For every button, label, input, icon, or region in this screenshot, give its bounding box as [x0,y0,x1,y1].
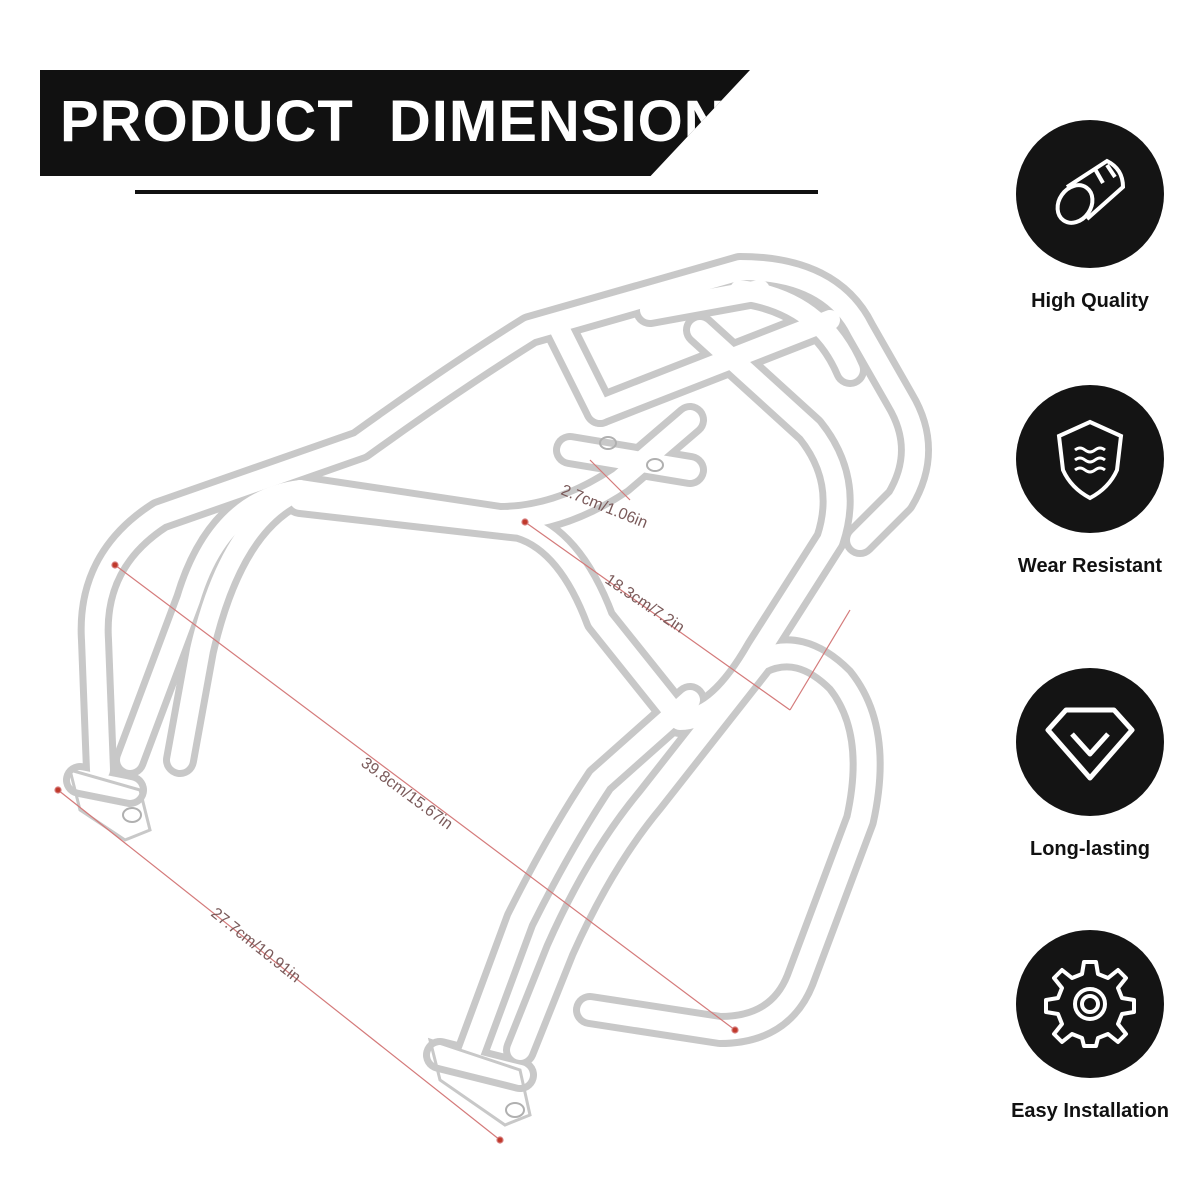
feature-label: Long-lasting [1030,838,1150,860]
feature-label: Wear Resistant [1017,555,1163,577]
feature-long-lasting: Long-lasting [990,668,1190,861]
feature-label: Easy Installation [1011,1100,1169,1122]
title-underline [135,190,818,194]
shield-icon [1016,385,1164,533]
feature-high-quality: High Quality [990,120,1190,313]
feature-wear-resistant: Wear Resistant [990,385,1190,578]
feature-label: High Quality [1031,290,1149,312]
dimension-length: 39.8cm/15.67in [358,755,456,834]
dimension-base-width: 27.7cm/10.91in [208,905,304,986]
tube-icon [1016,120,1164,268]
feature-easy-installation: Easy Installation [990,930,1190,1123]
title-banner: PRODUCT DIMENSIONS [40,70,750,176]
gear-icon [1016,930,1164,1078]
page-title: PRODUCT DIMENSIONS [60,89,767,154]
diamond-icon [1016,668,1164,816]
